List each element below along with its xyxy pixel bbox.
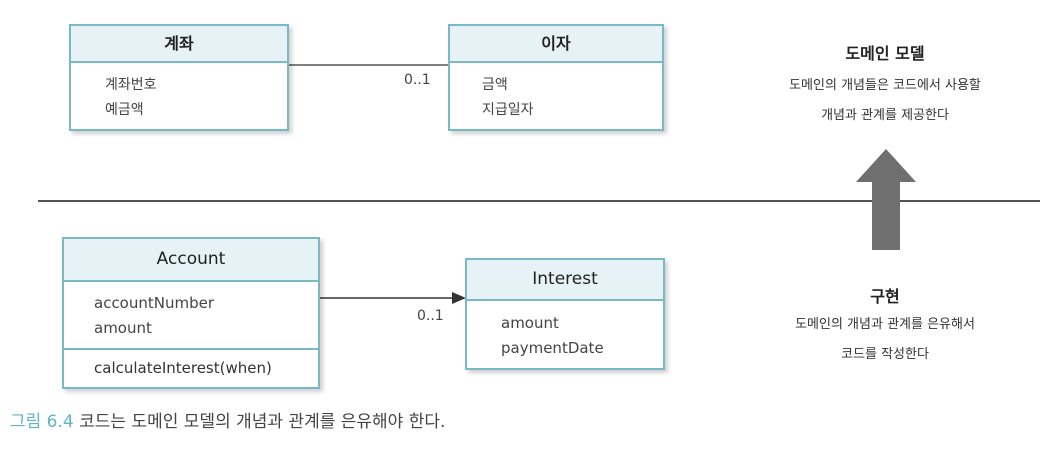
domain-class-account-name: 계좌 [71, 26, 287, 63]
domain-class-account-attributes: 계좌번호 예금액 [71, 63, 287, 123]
domain-multiplicity: 0..1 [404, 72, 431, 88]
impl-multiplicity: 0..1 [417, 308, 444, 324]
domain-model-description-line2: 개념과 관계를 제공한다 [821, 108, 949, 123]
implementation-description: 도메인의 개념과 관계를 은유해서 코드를 작성한다 [725, 310, 1045, 370]
impl-attr-amount: amount [94, 319, 152, 337]
domain-class-interest-attributes: 금액 지급일자 [450, 63, 662, 123]
impl-op-calculate-interest: calculateInterest(when) [94, 359, 272, 377]
impl-class-account-name: Account [64, 239, 318, 282]
impl-attr-interest-amount: amount [501, 314, 559, 332]
domain-attr-account-number: 계좌번호 [105, 77, 157, 93]
domain-class-interest: 이자 금액 지급일자 [448, 24, 664, 131]
impl-attr-payment-date: paymentDate [501, 339, 604, 357]
domain-class-interest-name: 이자 [450, 26, 662, 63]
impl-class-account-attributes: accountNumber amount [64, 282, 318, 348]
domain-model-title: 도메인 모델 [845, 44, 925, 63]
figure-caption: 그림 6.4 코드는 도메인 모델의 개념과 관계를 은유해야 한다. [10, 407, 445, 432]
impl-class-account-operations: calculateInterest(when) [64, 348, 318, 387]
domain-attr-payment-date: 지급일자 [482, 102, 534, 118]
impl-class-interest-attributes: amount paymentDate [467, 301, 663, 361]
impl-class-interest-name: Interest [467, 260, 663, 301]
domain-model-description-line1: 도메인의 개념들은 코드에서 사용할 [789, 78, 981, 93]
domain-class-account: 계좌 계좌번호 예금액 [69, 24, 289, 131]
domain-model-description: 도메인의 개념들은 코드에서 사용할 개념과 관계를 제공한다 [725, 71, 1045, 131]
implementation-description-line2: 코드를 작성한다 [841, 347, 929, 362]
impl-class-interest: Interest amount paymentDate [465, 258, 665, 370]
implementation-title: 구현 [870, 287, 900, 306]
domain-attr-amount: 금액 [482, 77, 508, 93]
figure-caption-label: 그림 6.4 [10, 412, 74, 432]
impl-class-account: Account accountNumber amount calculateIn… [62, 237, 320, 389]
domain-attr-deposit-amount: 예금액 [105, 102, 144, 118]
impl-attr-account-number: accountNumber [94, 294, 215, 312]
up-arrow-icon [856, 149, 916, 250]
association-arrowhead [452, 292, 466, 304]
figure-caption-text: 코드는 도메인 모델의 개념과 관계를 은유해야 한다. [79, 412, 446, 432]
implementation-description-line1: 도메인의 개념과 관계를 은유해서 [795, 317, 975, 332]
